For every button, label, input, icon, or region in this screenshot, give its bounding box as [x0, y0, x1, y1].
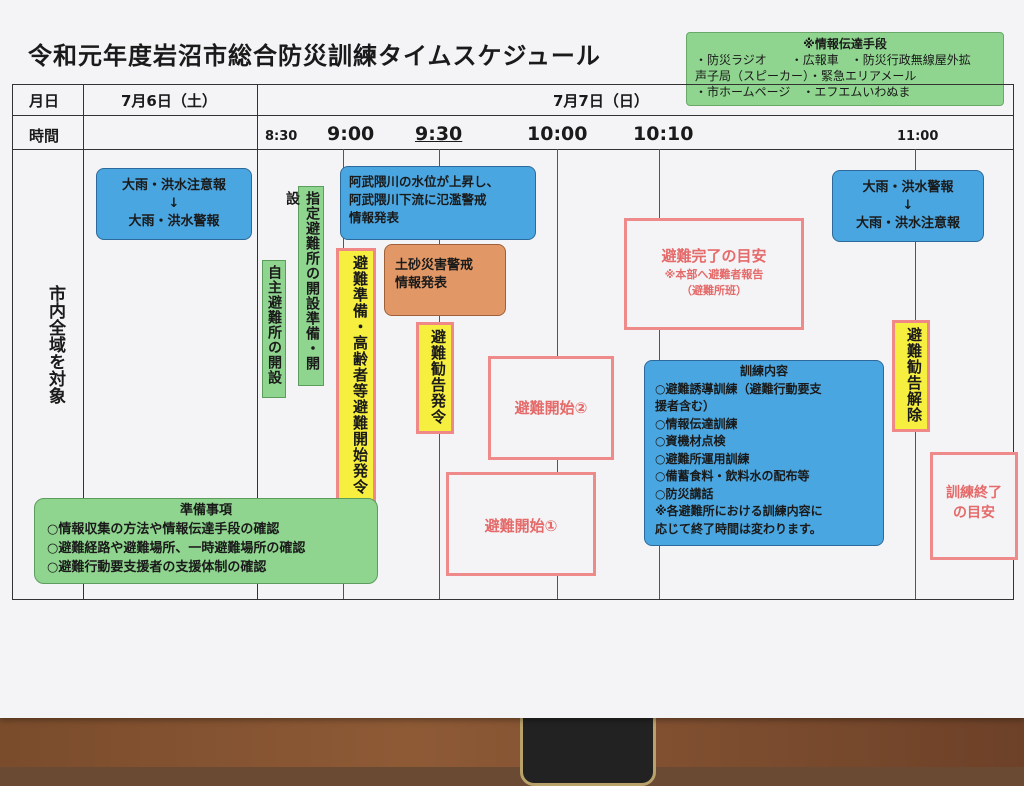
callout-title: 避難完了の目安 — [661, 247, 767, 265]
info-line: ・防災ラジオ ・広報車 ・防災行政無線屋外拡 — [695, 53, 971, 67]
info-means-box: ※情報伝達手段 ・防災ラジオ ・広報車 ・防災行政無線屋外拡 声子局（スピーカー… — [686, 32, 1004, 106]
grid-line — [257, 85, 258, 599]
training-item: ○資機材点検 — [655, 434, 726, 448]
time-1000: 10:00 — [527, 123, 588, 145]
training-item: ○情報伝達訓練 — [655, 416, 738, 431]
schedule-sheet: 令和元年度岩沼市総合防災訓練タイムスケジュール ※情報伝達手段 ・防災ラジオ ・… — [0, 0, 1024, 718]
time-0830: 8:30 — [265, 129, 298, 144]
info-line: ・市ホームページ ・エフエムいわぬま — [695, 85, 911, 99]
arrow-down-icon: ↓ — [902, 198, 914, 213]
time-0930: 9:30 — [415, 123, 463, 145]
event-text: 情報発表 — [395, 276, 448, 291]
arrow-down-icon: ↓ — [168, 196, 180, 211]
designated-shelter-prep-box: 指定避難所の開設準備・開設 — [284, 186, 324, 386]
prep-title: 準備事項 — [179, 503, 232, 518]
event-text: 阿武隈川の水位が上昇し、 — [349, 174, 500, 189]
training-item: 応じて終了時間は変わります。 — [655, 521, 822, 536]
rain-warning-box: 大雨・洪水注意報 ↓ 大雨・洪水警報 — [96, 168, 252, 240]
event-text: 阿武隈川下流に氾濫警戒 — [349, 192, 487, 207]
advice-cancel-box: 避難勧告解除 — [892, 320, 930, 432]
evac-advice-box: 避難勧告発令 — [416, 322, 454, 434]
page-title: 令和元年度岩沼市総合防災訓練タイムスケジュール — [28, 42, 601, 70]
date-label: 月日 — [29, 92, 60, 110]
prep-item: ○情報収集の方法や情報伝達手段の確認 — [47, 522, 280, 537]
training-content-box: 訓練内容 ○避難誘導訓練（避難行動要支 援者含む） ○情報伝達訓練 ○資機材点検… — [644, 360, 884, 546]
training-item: ※各避難所における訓練内容に — [655, 504, 823, 518]
grid-line — [13, 115, 1013, 116]
shelter-open-box: 自主避難所の開設 — [262, 260, 286, 398]
training-item: ○防災講話 — [655, 486, 714, 501]
grid-line — [13, 149, 1013, 150]
training-item: ○備蓄食料・飲料水の配布等 — [655, 469, 810, 483]
event-text: 大雨・洪水注意報 — [121, 178, 226, 193]
event-text: 土砂災害警戒 — [395, 258, 474, 273]
event-text: 情報発表 — [349, 210, 400, 225]
time-1010: 10:10 — [633, 123, 694, 145]
landslide-info-box: 土砂災害警戒 情報発表 — [384, 244, 506, 316]
evac-start-1-callout: 避難開始① — [446, 472, 596, 576]
event-text: 大雨・洪水警報 — [128, 214, 220, 229]
training-item: ○避難所運用訓練 — [655, 451, 750, 466]
prep-items-box: 準備事項 ○情報収集の方法や情報伝達手段の確認 ○避難経路や避難場所、一時避難場… — [34, 498, 378, 584]
row-label: 市内全域を対象 — [45, 285, 65, 404]
training-end-callout: 訓練終了の目安 — [930, 452, 1018, 560]
event-text: 大雨・洪水警報 — [862, 180, 954, 195]
evac-start-2-callout: 避難開始② — [488, 356, 614, 460]
time-label: 時間 — [29, 127, 60, 145]
callout-sub: ※本部へ避難者報告 — [664, 268, 764, 281]
info-heading: ※情報伝達手段 — [803, 37, 887, 51]
training-item: ○避難誘導訓練（避難行動要支 — [655, 381, 822, 396]
callout-sub: （避難所班） — [681, 284, 747, 297]
time-1100: 11:00 — [897, 129, 939, 144]
training-title: 訓練内容 — [739, 364, 788, 378]
prep-item: ○避難行動要支援者の支援体制の確認 — [47, 560, 267, 575]
river-info-box: 阿武隈川の水位が上昇し、 阿武隈川下流に氾濫警戒 情報発表 — [340, 166, 536, 240]
prep-item: ○避難経路や避難場所、一時避難場所の確認 — [47, 541, 306, 556]
evac-prep-order-box: 避難準備・高齢者等避難開始発令 — [336, 248, 376, 510]
event-text: 大雨・洪水注意報 — [855, 216, 960, 231]
evac-complete-callout: 避難完了の目安 ※本部へ避難者報告 （避難所班） — [624, 218, 804, 330]
rain-release-box: 大雨・洪水警報 ↓ 大雨・洪水注意報 — [832, 170, 984, 242]
info-line: 声子局（スピーカー）・緊急エリアメール — [695, 69, 917, 83]
day1-label: 7月6日（土） — [121, 92, 217, 110]
time-0900: 9:00 — [327, 123, 375, 145]
training-item: 援者含む） — [655, 399, 716, 413]
grid-line — [83, 85, 84, 599]
day2-label: 7月7日（日） — [553, 92, 649, 110]
